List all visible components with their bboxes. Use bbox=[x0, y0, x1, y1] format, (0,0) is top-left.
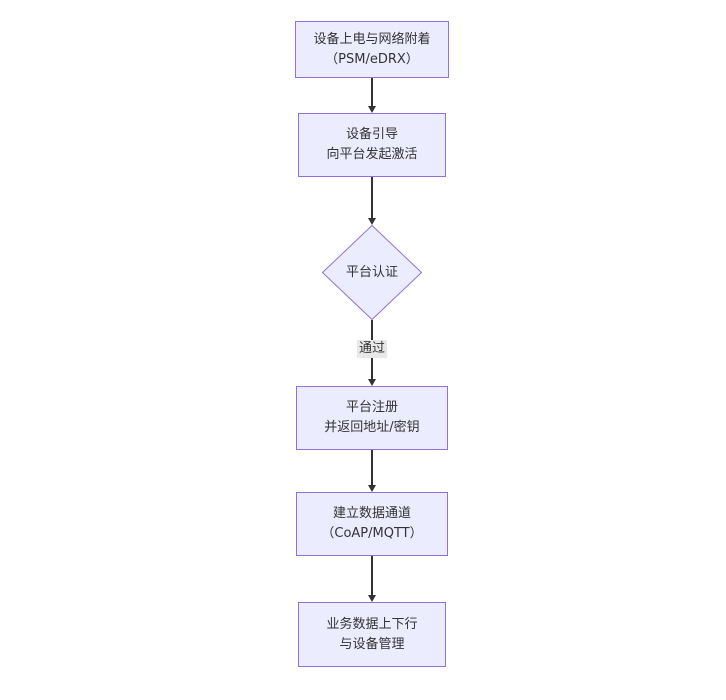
arrowhead-down-icon bbox=[368, 218, 376, 225]
edge-bootstrap-to-auth bbox=[362, 177, 382, 225]
flow-node-platform-register: 平台注册 并返回地址/密钥 bbox=[296, 386, 448, 450]
node-label: 业务数据上下行 bbox=[326, 616, 418, 632]
node-label: 向平台发起激活 bbox=[326, 147, 418, 162]
node-label: 建立数据通道 bbox=[332, 506, 411, 521]
arrowhead-down-icon bbox=[368, 485, 376, 492]
node-label: 设备引导 bbox=[345, 127, 398, 142]
arrowhead-down-icon bbox=[368, 379, 376, 386]
flow-node-device-bootstrap: 设备引导 向平台发起激活 bbox=[298, 113, 446, 177]
edge-line bbox=[371, 556, 373, 596]
flow-node-platform-auth: 平台认证 bbox=[322, 225, 422, 320]
arrowhead-down-icon bbox=[368, 595, 376, 602]
node-label: 平台认证 bbox=[345, 264, 398, 280]
diamond-shape bbox=[322, 225, 422, 320]
edge-line bbox=[371, 177, 373, 219]
flow-node-data-channel: 建立数据通道 （CoAP/MQTT） bbox=[296, 492, 448, 556]
edge-label-pass: 通过 bbox=[356, 340, 388, 358]
node-label: 平台注册 bbox=[345, 400, 398, 415]
node-label: 设备上电与网络附着 bbox=[313, 31, 431, 47]
edge-line bbox=[371, 78, 373, 107]
node-label: 与设备管理 bbox=[339, 636, 405, 652]
node-label: （CoAP/MQTT） bbox=[321, 526, 423, 541]
node-label: （PSM/eDRX） bbox=[325, 51, 419, 67]
arrowhead-down-icon bbox=[368, 106, 376, 113]
flow-node-business-data: 业务数据上下行 与设备管理 bbox=[298, 602, 446, 667]
edge-auth-to-register: 通过 bbox=[356, 320, 388, 386]
edge-register-to-channel bbox=[362, 450, 382, 492]
edge-power-to-bootstrap bbox=[362, 78, 382, 113]
node-label: 并返回地址/密钥 bbox=[324, 420, 420, 435]
edge-line bbox=[371, 450, 373, 486]
flow-node-power-network-attach: 设备上电与网络附着 （PSM/eDRX） bbox=[295, 21, 449, 78]
edge-channel-to-business bbox=[362, 556, 382, 602]
